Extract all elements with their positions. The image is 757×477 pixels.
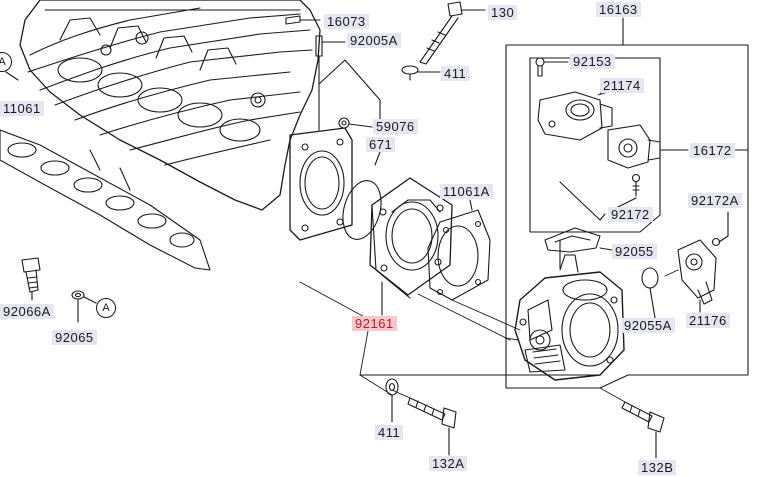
label-92172A[interactable]: 92172A (688, 193, 742, 208)
gasket-92055 (544, 227, 613, 253)
label-59076[interactable]: 59076 (373, 119, 418, 134)
sensor-16172 (607, 124, 661, 169)
label-16163[interactable]: 16163 (596, 2, 641, 17)
washer-411-top (401, 65, 441, 81)
stud-92066A (21, 257, 41, 301)
label-92161-highlighted[interactable]: 92161 (352, 316, 397, 331)
gasket-11061A (427, 199, 491, 301)
tps-sensor-21176 (677, 239, 717, 313)
label-21174[interactable]: 21174 (600, 78, 644, 93)
callout-a-bottom: A (96, 298, 116, 318)
label-671[interactable]: 671 (366, 137, 396, 152)
label-132B[interactable]: 132B (638, 460, 677, 475)
bolt-132A (407, 397, 457, 456)
assembly-box-16163 (505, 17, 749, 389)
screw-92172 (615, 173, 641, 209)
label-411-top[interactable]: 411 (441, 66, 470, 81)
label-92172[interactable]: 92172 (608, 207, 653, 222)
washer-411-bottom (385, 378, 399, 423)
label-16172[interactable]: 16172 (690, 143, 735, 158)
label-16073[interactable]: 16073 (324, 14, 369, 29)
label-11061[interactable]: 11061 (0, 101, 44, 116)
label-92055[interactable]: 92055 (612, 244, 657, 259)
label-11061A[interactable]: 11061A (440, 184, 493, 199)
screw-92172A (711, 211, 729, 247)
gasket-11061 (0, 129, 211, 271)
o-ring-671 (342, 151, 382, 240)
label-92065[interactable]: 92065 (52, 330, 97, 345)
washer-92065 (71, 290, 97, 323)
leader-lines (299, 87, 679, 403)
spacer-92161 (369, 177, 453, 316)
label-92066A[interactable]: 92066A (0, 304, 54, 319)
label-132A[interactable]: 132A (429, 456, 468, 471)
label-21176[interactable]: 21176 (686, 313, 730, 328)
label-92153[interactable]: 92153 (570, 54, 615, 69)
pin-92005A (315, 35, 346, 131)
clip-16073 (285, 15, 321, 25)
label-411-bottom[interactable]: 411 (375, 425, 404, 440)
subbox-16172 (529, 57, 689, 233)
throttle-body (514, 239, 625, 381)
o-ring-92055A (641, 267, 659, 319)
screw-92153 (535, 57, 569, 77)
bracket-lines (318, 59, 381, 121)
bolt-130 (419, 1, 486, 65)
intake-manifold (19, 0, 353, 241)
bolt-132B (621, 401, 665, 459)
leader-a-top (5, 71, 19, 81)
plug-59076 (338, 117, 373, 129)
label-130[interactable]: 130 (488, 5, 518, 20)
label-92005A[interactable]: 92005A (347, 33, 401, 48)
label-92055A[interactable]: 92055A (621, 318, 675, 333)
